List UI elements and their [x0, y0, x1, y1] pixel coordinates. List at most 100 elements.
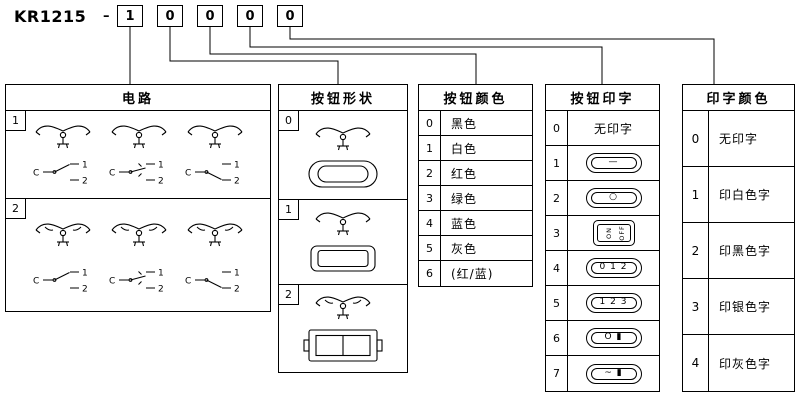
- oval-button-glyph: —: [585, 153, 642, 173]
- color-option-code: 5: [419, 236, 441, 260]
- oval-button-glyph: O ▮: [585, 328, 642, 348]
- no-printing-label: 无印字: [593, 121, 633, 136]
- printing-option-code: 2: [546, 181, 568, 215]
- color-option-label: (红/蓝): [451, 267, 494, 281]
- code-digit-box-4: 0: [237, 5, 263, 27]
- printing-option-value: 无印字: [568, 111, 659, 145]
- connector-line-color: [209, 27, 477, 84]
- printing-color-table: 印字颜色 0 无印字 1 印白色字 2 印黑色字 3 印银色字 4 印灰色字: [682, 84, 795, 392]
- button-printing-table: 按钮印字 0 无印字 1 — 2 ○: [545, 84, 660, 392]
- printing-option-code: 3: [546, 216, 568, 250]
- circuit-option-code: 1: [6, 111, 26, 131]
- print-color-option-code: 0: [683, 111, 709, 166]
- circuit-table-title: 电路: [6, 85, 270, 111]
- printing-option-code: 4: [546, 251, 568, 285]
- button-color-table: 按钮颜色 0 黑色 1 白色 2 红色 3 绿色 4 蓝色 5 灰色 6 (红/…: [418, 84, 533, 287]
- printing-mark: ○: [609, 192, 618, 203]
- printing-mark: —: [608, 157, 619, 168]
- printing-color-table-title: 印字颜色: [683, 85, 794, 111]
- printing-option-row: 0 无印字: [546, 111, 659, 146]
- color-option-label: 红色: [451, 166, 478, 181]
- color-option-code: 3: [419, 186, 441, 210]
- color-option-row: 3 绿色: [419, 186, 532, 211]
- rounded-rect-button-shape-diagram: [310, 212, 376, 272]
- print-color-option-row: 3 印银色字: [683, 279, 794, 335]
- printing-option-row: 4 0 1 2: [546, 251, 659, 286]
- shape-option-code: 1: [279, 200, 299, 220]
- printing-option-value: 0 1 2: [568, 251, 659, 285]
- printing-option-code: 6: [546, 321, 568, 355]
- button-shape-table-title: 按钮形状: [279, 85, 407, 111]
- connector-line-print-color: [289, 27, 715, 84]
- printing-option-row: 5 1 2 3: [546, 286, 659, 321]
- oval-button-inner: [590, 192, 637, 204]
- printing-option-code: 1: [546, 146, 568, 180]
- oval-button-shape-diagram: [308, 127, 378, 188]
- print-color-option-code: 4: [683, 335, 709, 391]
- printing-mark: 0 1 2: [599, 262, 628, 273]
- printing-mark-off: OFF: [617, 225, 626, 241]
- circuit-table: 电路 1 2: [5, 84, 271, 312]
- print-color-option-code: 2: [683, 223, 709, 278]
- circuit-diagrams-row-2: [6, 199, 270, 309]
- print-color-option-label: 印黑色字: [719, 244, 772, 258]
- oval-button-glyph: ○: [585, 188, 642, 208]
- connector-line-shape: [169, 27, 339, 84]
- code-digit-box-2: 0: [157, 5, 183, 27]
- printing-mark: O ▮: [604, 332, 623, 343]
- color-option-row: 4 蓝色: [419, 211, 532, 236]
- circuit-option-row-1: 1: [6, 111, 270, 199]
- printing-option-value: ON OFF: [568, 216, 659, 250]
- printing-option-value: 1 2 3: [568, 286, 659, 320]
- print-color-option-label: 印灰色字: [719, 356, 772, 371]
- rect-button-shape-diagram: [303, 285, 383, 362]
- print-color-option-row: 1 印白色字: [683, 167, 794, 223]
- shape-option-code: 2: [279, 285, 299, 305]
- oval-button-glyph: ~ ▮: [585, 363, 642, 384]
- button-shape-table: 按钮形状 0 1 2: [278, 84, 408, 373]
- color-option-code: 0: [419, 111, 441, 135]
- code-digit-box-1: 1: [117, 5, 143, 27]
- color-option-row: 0 黑色: [419, 111, 532, 136]
- connector-line-printing: [249, 27, 603, 84]
- circuit-option-row-2: 2: [6, 199, 270, 311]
- color-option-code: 4: [419, 211, 441, 235]
- printing-option-code: 0: [546, 111, 568, 145]
- print-color-option-label: 无印字: [719, 132, 759, 146]
- print-color-option-label: 印银色字: [719, 300, 772, 314]
- model-separator: –: [103, 9, 110, 24]
- print-color-option-code: 1: [683, 167, 709, 222]
- printing-option-row: 6 O ▮: [546, 321, 659, 356]
- color-option-code: 6: [419, 261, 441, 286]
- printing-option-value: ○: [568, 181, 659, 215]
- shape-option-row-0: 0: [279, 111, 407, 200]
- printing-option-code: 5: [546, 286, 568, 320]
- print-color-option-row: 2 印黑色字: [683, 223, 794, 279]
- oval-button-glyph: 1 2 3: [585, 293, 642, 313]
- oval-button-inner: [590, 297, 637, 309]
- print-color-option-row: 4 印灰色字: [683, 335, 794, 391]
- printing-option-value: O ▮: [568, 321, 659, 355]
- code-digit-box-3: 0: [197, 5, 223, 27]
- color-option-code: 1: [419, 136, 441, 160]
- printing-option-code: 7: [546, 356, 568, 391]
- shape-option-row-1: 1: [279, 200, 407, 285]
- circuit-diagrams-row-1: [6, 125, 243, 197]
- color-option-row: 5 灰色: [419, 236, 532, 261]
- oval-button-inner: [590, 157, 637, 169]
- color-option-label: 白色: [451, 141, 478, 156]
- code-digit-box-5: 0: [277, 5, 303, 27]
- circuit-option-code: 2: [6, 199, 26, 219]
- printing-option-row: 3 ON OFF: [546, 216, 659, 251]
- print-color-option-row: 0 无印字: [683, 111, 794, 167]
- color-option-label: 灰色: [451, 241, 478, 256]
- printing-option-row: 1 —: [546, 146, 659, 181]
- color-option-label: 绿色: [451, 191, 478, 206]
- color-option-label: 蓝色: [451, 216, 478, 231]
- model-prefix: KR1215: [14, 7, 87, 26]
- oval-button-inner: [590, 332, 637, 344]
- printing-mark: 1 2 3: [599, 297, 628, 308]
- printing-option-value: —: [568, 146, 659, 180]
- oval-button-inner: [590, 367, 637, 380]
- color-option-code: 2: [419, 161, 441, 185]
